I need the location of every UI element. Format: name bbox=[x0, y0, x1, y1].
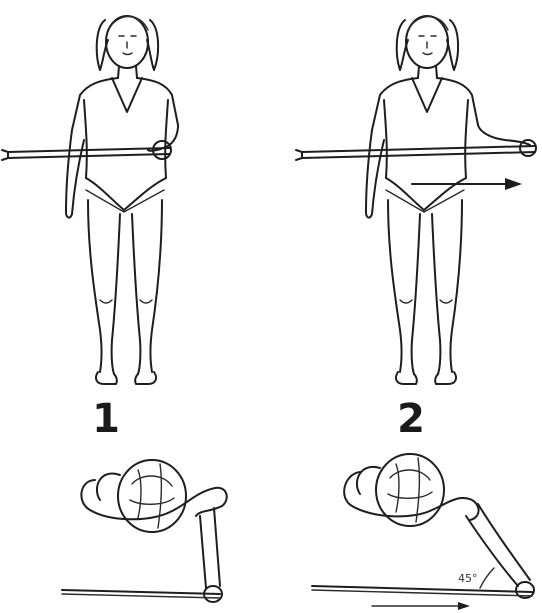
figure-front-step-2 bbox=[366, 16, 530, 384]
step-number-1: 1 bbox=[92, 396, 120, 442]
stick-step-2 bbox=[296, 140, 536, 160]
top-view-step-1 bbox=[62, 460, 227, 602]
step-number-2: 2 bbox=[397, 396, 425, 442]
direction-arrow-icon bbox=[412, 178, 522, 190]
angle-label: 45° bbox=[458, 572, 478, 585]
figure-front-step-1 bbox=[66, 16, 178, 384]
top-view-step-2 bbox=[312, 454, 534, 598]
small-direction-arrow-icon bbox=[372, 602, 470, 610]
